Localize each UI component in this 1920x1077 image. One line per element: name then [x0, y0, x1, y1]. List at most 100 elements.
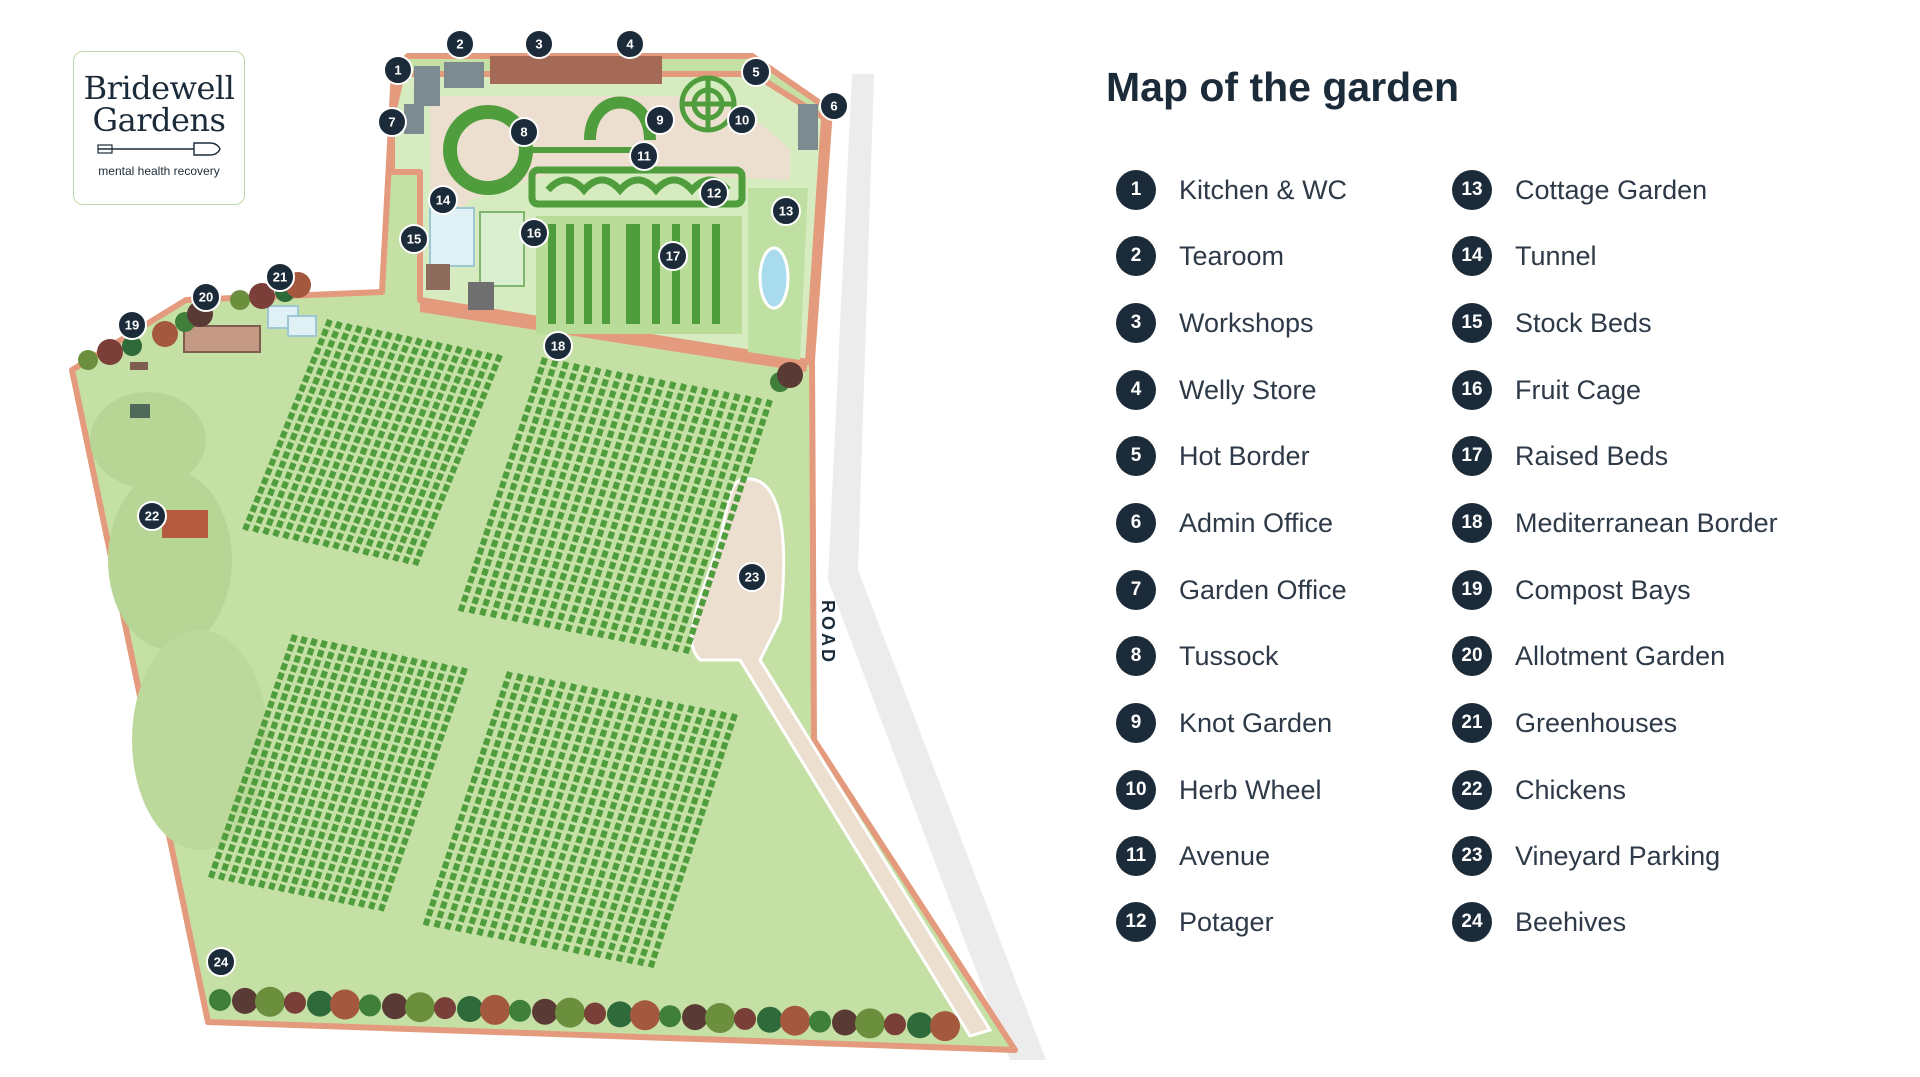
vine-row [292, 329, 383, 542]
map-marker[interactable]: 1 [383, 55, 413, 85]
map-marker[interactable]: 8 [509, 117, 539, 147]
spade-icon [97, 142, 221, 156]
legend-number-badge: 5 [1116, 436, 1156, 476]
map-marker[interactable]: 18 [543, 331, 573, 361]
vine-row [412, 353, 503, 567]
tree [249, 283, 275, 309]
map-marker[interactable]: 9 [645, 105, 675, 135]
legend-number-badge: 3 [1116, 303, 1156, 343]
tree [152, 321, 178, 347]
map-marker[interactable]: 21 [265, 262, 295, 292]
map-marker[interactable]: 12 [699, 178, 729, 208]
legend-number-badge: 16 [1452, 370, 1492, 410]
map-marker-badge [206, 947, 236, 977]
map-marker[interactable]: 17 [658, 241, 688, 271]
map-marker-badge [737, 562, 767, 592]
legend-number-badge: 9 [1116, 703, 1156, 743]
vine-row [357, 663, 448, 911]
mediterranean-border-wall [420, 300, 808, 372]
map-marker[interactable]: 10 [727, 105, 757, 135]
legend-number-badge: 2 [1116, 236, 1156, 276]
vine-row [352, 341, 443, 554]
tree [555, 997, 585, 1028]
store-building [426, 264, 450, 290]
vine-row [550, 695, 642, 952]
map-marker[interactable]: 14 [428, 185, 458, 215]
vine-row [478, 361, 570, 618]
map-marker[interactable]: 2 [445, 29, 475, 59]
map-marker-badge [629, 141, 659, 171]
vine-row [553, 375, 645, 632]
map-marker[interactable]: 24 [206, 947, 236, 977]
vine-row [660, 395, 752, 652]
vine-row [486, 683, 578, 940]
vine-row [337, 659, 428, 907]
vine-row [302, 331, 393, 544]
map-marker-number: 24 [214, 955, 229, 970]
tree [630, 1000, 660, 1031]
vine-row [615, 707, 706, 964]
vine-row [604, 705, 695, 962]
tree [734, 1007, 756, 1030]
vine-row [307, 653, 398, 901]
map-marker-number: 19 [125, 318, 139, 333]
map-marker[interactable]: 4 [615, 29, 645, 59]
map-marker-number: 18 [551, 339, 565, 354]
legend-label: Tunnel [1515, 240, 1597, 271]
map-marker[interactable]: 11 [629, 141, 659, 171]
vine-row [532, 371, 623, 628]
legend-number-badge: 23 [1452, 836, 1492, 876]
map-marker[interactable]: 23 [737, 562, 767, 592]
map-marker[interactable]: 22 [137, 501, 167, 531]
tree [230, 290, 250, 310]
map-marker[interactable]: 5 [741, 57, 771, 87]
map-marker[interactable]: 15 [399, 224, 429, 254]
map-marker-badge [428, 185, 458, 215]
map-marker[interactable]: 19 [117, 310, 147, 340]
tree [659, 1005, 681, 1028]
map-marker[interactable]: 6 [819, 91, 849, 121]
vine-row [497, 685, 588, 942]
legend-number-badge: 4 [1116, 370, 1156, 410]
map-marker[interactable]: 7 [377, 107, 407, 137]
map-marker[interactable]: 13 [771, 196, 801, 226]
vine-row [636, 711, 728, 968]
legend-number-badge: 10 [1116, 770, 1156, 810]
map-marker[interactable]: 3 [524, 29, 554, 59]
vine-row [432, 673, 524, 930]
map-marker-number: 15 [407, 232, 421, 247]
legend-number-badge: 1 [1116, 170, 1156, 210]
vine-row [682, 399, 773, 656]
map-marker[interactable]: 16 [519, 218, 549, 248]
tree [330, 989, 360, 1020]
shed [130, 404, 150, 418]
map-marker[interactable]: 20 [191, 282, 221, 312]
vine-row [272, 325, 363, 538]
vine-row [457, 357, 548, 614]
vine-row [467, 359, 559, 616]
